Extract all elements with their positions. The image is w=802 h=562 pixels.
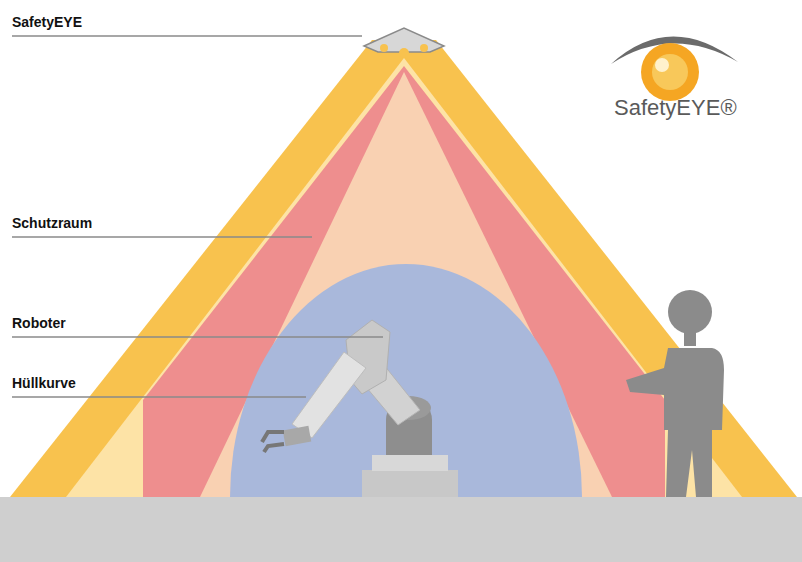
protection-zone: [143, 66, 665, 497]
floor: [0, 497, 802, 562]
robot: [262, 320, 458, 497]
logo-text: SafetyEYE®: [614, 95, 737, 121]
part-label: Hüllkurve: [12, 375, 76, 391]
envelope: [230, 264, 582, 497]
inner-zone: [200, 72, 612, 497]
logo-symbol: [611, 36, 738, 101]
sensor: [364, 28, 444, 58]
person: [626, 290, 724, 497]
warning-zone-fill: [66, 58, 742, 497]
part-label: Schutzraum: [12, 215, 92, 231]
outer-zone: [10, 40, 797, 497]
part-label: Roboter: [12, 315, 66, 331]
part-label: SafetyEYE: [12, 14, 82, 30]
leader-lines: [12, 36, 383, 397]
